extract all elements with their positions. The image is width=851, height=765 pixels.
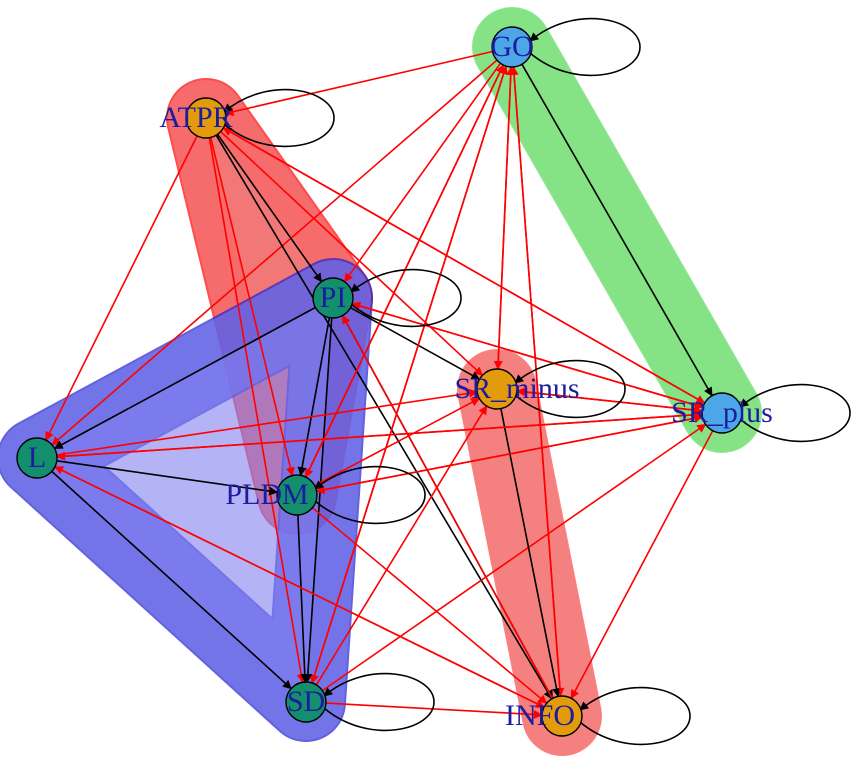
edge-PI-to-SD: [303, 317, 333, 683]
edge-PLDM-to-GO: [304, 64, 505, 478]
edge-SR_plus-to-SR_minus: [516, 387, 703, 412]
node-label-PI: PI: [320, 281, 347, 314]
edge-INFO-to-L: [54, 466, 545, 708]
node-circle-SR_plus: [701, 392, 743, 434]
self-loop-SR_minus: [514, 359, 626, 419]
self-loop-ATPR: [223, 88, 335, 148]
node-L[interactable]: L: [16, 437, 58, 479]
self-loop-GO: [529, 17, 641, 77]
node-SD[interactable]: SD: [285, 681, 327, 723]
edge-SD-to-GO: [311, 65, 508, 684]
edge-ATPR-to-PI: [216, 133, 323, 283]
node-label-PLDM: PLDM: [225, 478, 308, 511]
node-label-INFO: INFO: [505, 699, 575, 732]
edge-SR_minus-to-GO: [497, 66, 516, 370]
node-label-L: L: [28, 441, 46, 474]
edge-PI-to-L: [53, 306, 316, 450]
edge-SR_plus-to-ATPR: [222, 127, 705, 404]
node-INFO[interactable]: INFO: [505, 695, 583, 737]
edge-ATPR-to-SR_minus: [220, 131, 484, 377]
node-ATPR[interactable]: ATPR: [159, 97, 233, 139]
edge-GO-to-SR_plus: [521, 63, 713, 397]
edge-PLDM-to-SR_minus: [314, 397, 481, 487]
node-PLDM[interactable]: PLDM: [225, 474, 318, 516]
edge-SR_plus-to-L: [56, 413, 703, 461]
node-SR_minus[interactable]: SR_minus: [454, 368, 580, 410]
edge-PI-to-PLDM: [297, 317, 331, 477]
edge-L-to-SR_minus: [56, 388, 479, 456]
edge-L-to-SD: [51, 470, 292, 690]
edge-INFO-to-GO: [509, 66, 562, 697]
node-label-SR_minus: SR_minus: [454, 372, 579, 405]
edges: [45, 50, 714, 719]
node-GO[interactable]: GO: [490, 26, 534, 68]
edge-SR_plus-to-PI: [351, 301, 704, 409]
self-loops: [223, 17, 851, 746]
node-circle-L: [16, 437, 58, 479]
edge-SR_minus-to-INFO: [500, 408, 561, 698]
node-PI[interactable]: PI: [312, 277, 354, 319]
edge-L-to-PLDM: [56, 460, 279, 496]
edge-GO-to-ATPR: [224, 50, 493, 117]
node-circle-PLDM: [276, 474, 318, 516]
node-circle-SR_minus: [476, 368, 518, 410]
edge-ATPR-to-SD: [208, 137, 306, 684]
edge-SD-to-SR_minus: [315, 405, 488, 686]
edge-ATPR-to-PLDM: [209, 137, 295, 477]
self-loop-PLDM: [314, 465, 426, 525]
node-label-SD: SD: [287, 685, 325, 718]
edge-PLDM-to-SD: [297, 514, 310, 683]
node-circle-PI: [312, 277, 354, 319]
node-label-SR_plus: SR_plus: [671, 396, 773, 429]
node-circle-GO: [491, 26, 533, 68]
edge-SD-to-SR_plus: [321, 423, 707, 692]
node-circle-INFO: [541, 695, 583, 737]
node-circle-ATPR: [185, 97, 227, 139]
edge-SR_plus-to-INFO: [570, 430, 714, 700]
edge-SD-to-INFO: [325, 702, 543, 719]
edge-PLDM-to-INFO: [311, 507, 548, 704]
node-circle-SD: [285, 681, 327, 723]
self-loop-SD: [323, 672, 435, 732]
self-loop-PI: [350, 268, 462, 328]
edge-ATPR-to-INFO: [215, 134, 553, 700]
edge-SR_plus-to-PLDM: [315, 416, 703, 495]
node-label-ATPR: ATPR: [159, 101, 232, 134]
edge-GO-to-PI: [343, 62, 502, 283]
node-SR_plus[interactable]: SR_plus: [671, 392, 773, 434]
node-label-GO: GO: [490, 30, 533, 63]
edge-INFO-to-PI: [341, 314, 554, 699]
edge-ATPR-to-L: [45, 135, 198, 441]
self-loop-SR_plus: [739, 383, 851, 443]
self-loop-INFO: [579, 686, 691, 746]
edge-PI-to-SR_minus: [350, 307, 481, 380]
edge-GO-to-L: [51, 59, 498, 446]
